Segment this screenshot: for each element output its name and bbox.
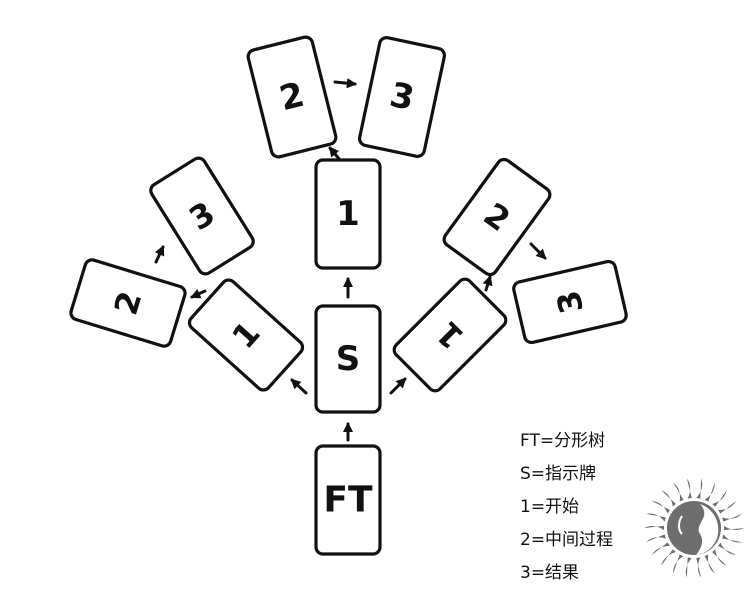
logo-ray <box>704 482 715 502</box>
arrow-center-1-to-top-2 <box>328 146 342 162</box>
logo-ray <box>696 478 703 499</box>
legend-item-2: 2=中间过程 <box>520 530 614 550</box>
legend-item-ft: FT=分形树 <box>520 431 606 451</box>
sun-face-logo-icon <box>644 478 744 578</box>
card-s-label: S <box>336 339 361 379</box>
logo-ray <box>673 482 684 502</box>
logo-ray <box>722 534 742 543</box>
arrow-left-1-to-left-2 <box>190 288 207 299</box>
card-right-1: 1 <box>392 277 508 393</box>
card-right-2: 2 <box>442 157 552 277</box>
card-top-3: 3 <box>357 36 447 158</box>
logo-ray <box>696 557 702 578</box>
card-top-2: 2 <box>246 35 338 159</box>
card-left-1: 1 <box>187 278 305 392</box>
logo-ray <box>685 557 692 578</box>
arrow-s-to-right-1 <box>389 377 407 395</box>
logo-ray <box>712 549 727 566</box>
legend: FT=分形树 S=指示牌 1=开始 2=中间过程 3=结果 <box>520 428 613 593</box>
card-right-3: 3 <box>512 259 628 345</box>
arrow-top-2-to-top-3 <box>333 78 358 89</box>
arrow-left-2-to-left-3 <box>154 245 165 264</box>
legend-item-3: 3=结果 <box>520 563 580 583</box>
logo-ray <box>718 542 737 556</box>
arrow-s-to-left-1 <box>290 378 308 395</box>
legend-item-s: S=指示牌 <box>520 464 597 484</box>
logo-ray <box>651 542 670 556</box>
logo-ray <box>673 554 684 574</box>
logo-ray <box>651 500 670 514</box>
logo-ray <box>661 549 676 566</box>
arrow-right-1-to-right-2 <box>482 275 493 292</box>
arrow-right-2-to-right-3 <box>529 242 547 260</box>
card-left-3: 3 <box>149 156 255 276</box>
card-center-1: 1 <box>314 158 382 270</box>
logo-ray <box>646 534 666 543</box>
legend-item-1: 1=开始 <box>520 497 580 517</box>
card-center-1-label: 1 <box>336 194 360 234</box>
logo-ray <box>723 525 744 531</box>
logo-ray <box>718 500 737 514</box>
logo-ray <box>722 513 742 522</box>
logo-ray <box>686 478 692 499</box>
logo-ray <box>712 490 727 507</box>
card-s: S <box>314 304 382 414</box>
logo-ray <box>646 513 666 522</box>
logo-ray <box>704 554 715 574</box>
logo-ray <box>644 525 665 531</box>
card-ft-label: FT <box>323 480 373 521</box>
logo-ray <box>661 490 676 507</box>
card-left-2: 2 <box>69 258 187 348</box>
card-ft: FT <box>314 444 382 556</box>
